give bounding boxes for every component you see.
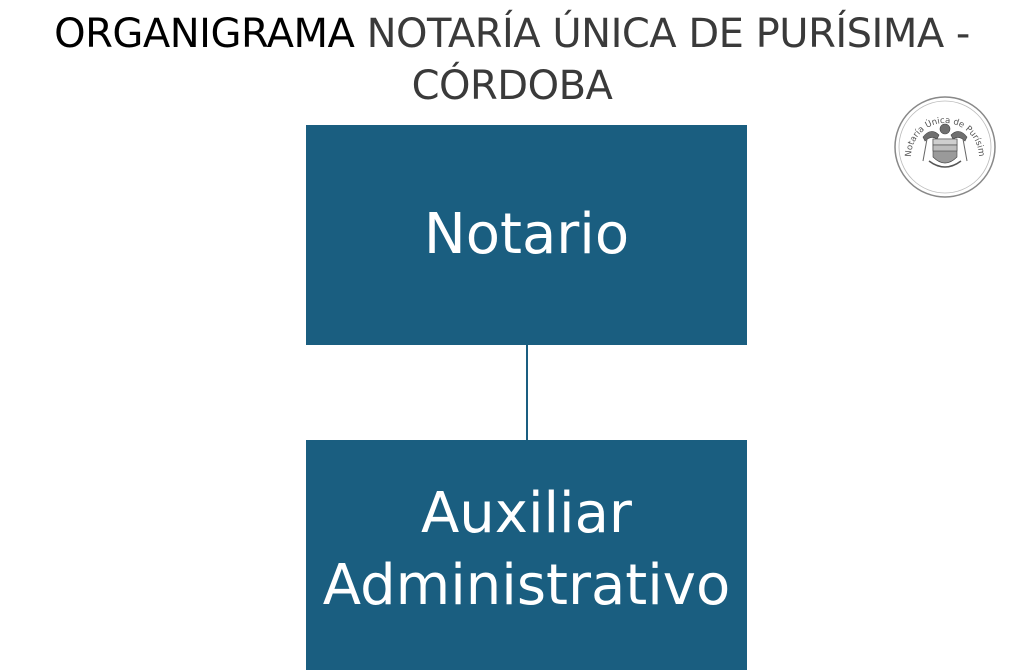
org-node-notario: Notario [306,125,747,345]
title-part1: ORGANIGRAMA [54,11,355,57]
org-node-label-line1: Auxiliar [421,481,632,546]
notary-seal: Notaría Única de Purísima - Córdoba [890,87,997,199]
page-title: ORGANIGRAMA NOTARÍA ÚNICA DE PURÍSIMA - … [0,8,1024,112]
org-connector-line [526,345,528,440]
title-line2: CÓRDOBA [411,63,613,109]
org-node-label: Auxiliar Administrativo [323,478,730,622]
org-node-label-line2: Administrativo [322,553,731,618]
org-node-label: Notario [423,202,630,267]
org-node-auxiliar-administrativo: Auxiliar Administrativo [306,440,747,670]
coat-of-arms-icon: Notaría Única de Purísima - Córdoba [890,87,996,198]
title-part2: NOTARÍA ÚNICA DE PURÍSIMA - [354,11,971,57]
